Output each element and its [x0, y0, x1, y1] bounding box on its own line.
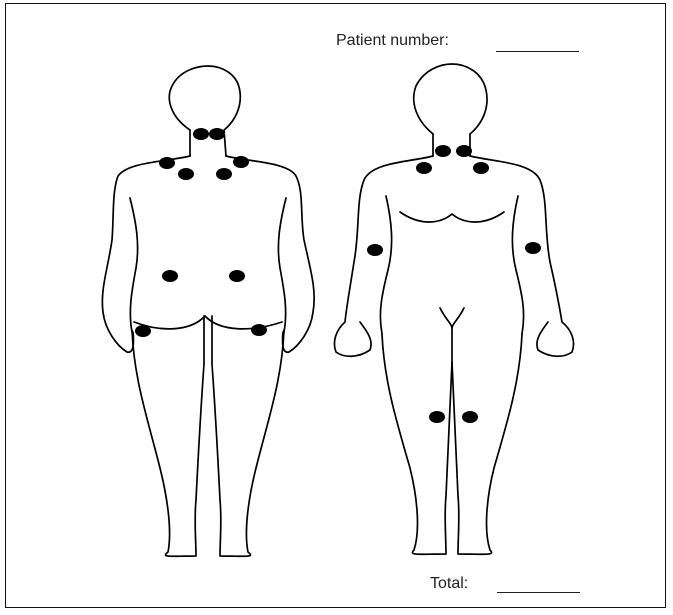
tender-point: [429, 411, 445, 423]
tender-point: [193, 128, 209, 140]
tender-point: [367, 244, 383, 256]
tender-point: [162, 270, 178, 282]
front-view-icon: [334, 64, 573, 554]
tender-point: [525, 242, 541, 254]
tender-point: [178, 168, 194, 180]
tender-point: [473, 162, 489, 174]
tender-point: [159, 157, 175, 169]
tender-point: [135, 325, 151, 337]
tender-point: [209, 128, 225, 140]
tender-point: [251, 324, 267, 336]
tender-point: [216, 168, 232, 180]
back-view-tender-points: [135, 128, 267, 337]
tender-point: [435, 145, 451, 157]
back-view-icon: [102, 66, 314, 556]
tender-point: [416, 162, 432, 174]
tender-point: [462, 411, 478, 423]
tender-point: [229, 270, 245, 282]
tender-point: [233, 156, 249, 168]
front-view-tender-points: [367, 145, 541, 423]
tender-point: [456, 145, 472, 157]
